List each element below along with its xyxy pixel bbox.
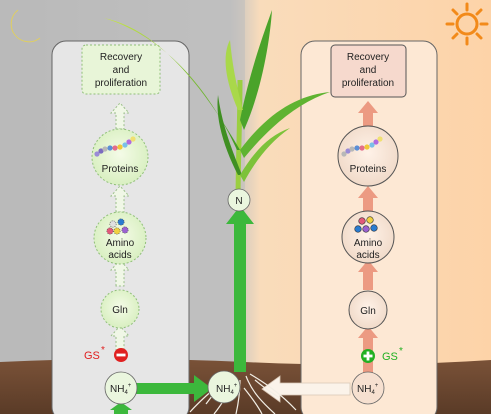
- night-recovery-box: [81, 44, 161, 95]
- day-recovery-line2: and: [360, 65, 377, 76]
- day-gs-label: GS: [382, 351, 398, 363]
- night-gln-label: Gln: [112, 305, 128, 316]
- night-to-center-arrow: [136, 375, 212, 402]
- protein-chain-icon: [341, 136, 383, 157]
- day-recovery-box: [330, 44, 407, 98]
- night-amino-line2: acids: [108, 250, 131, 261]
- day-recovery-line1: Recovery: [347, 52, 389, 63]
- sun-icon: [445, 2, 489, 46]
- moon-icon: [10, 9, 41, 43]
- day-proteins-label: Proteins: [350, 164, 387, 175]
- day-gs-star: *: [399, 346, 403, 357]
- day-proteins-node: [337, 125, 399, 187]
- day-to-center-arrow: [261, 375, 351, 403]
- night-proteins-node: [91, 128, 149, 186]
- activate-icon: [361, 349, 375, 363]
- protein-chain-icon: [94, 136, 136, 157]
- night-gs-star: *: [101, 345, 105, 356]
- night-amino-line1: Amino: [106, 238, 135, 249]
- night-amino-node: [93, 211, 147, 265]
- amino-acids-icon: [106, 218, 129, 235]
- center-n-node: [227, 188, 251, 212]
- night-gs-label: GS: [84, 350, 100, 362]
- night-recovery-line1: Recovery: [100, 52, 142, 63]
- center-nh4-label: NH4+: [216, 383, 238, 396]
- center-n-label: N: [235, 196, 242, 207]
- xylem-green-arrow: [226, 206, 254, 372]
- center-nh4-node: [207, 370, 241, 404]
- inhibit-icon: [114, 348, 128, 362]
- night-nh4-node: [104, 371, 138, 405]
- day-gln-label: Gln: [360, 306, 376, 317]
- day-solid-arrows: [358, 101, 378, 374]
- day-amino-node: [341, 210, 395, 264]
- day-recovery-line3: proliferation: [342, 78, 394, 89]
- night-proteins-label: Proteins: [102, 164, 139, 175]
- night-nh4-label: NH4+: [110, 383, 132, 396]
- night-dashed-arrows: [109, 102, 131, 356]
- day-amino-line1: Amino: [354, 238, 383, 249]
- day-nh4-node: [351, 371, 385, 405]
- night-recovery-line3: proliferation: [95, 78, 147, 89]
- day-gln-node: [348, 290, 388, 330]
- amino-acids-icon: [354, 216, 378, 233]
- day-amino-line2: acids: [356, 250, 379, 261]
- day-nh4-label: NH4+: [357, 383, 379, 396]
- uptake-arrow: [110, 402, 132, 414]
- night-gln-node: [100, 289, 140, 329]
- night-recovery-line2: and: [113, 65, 130, 76]
